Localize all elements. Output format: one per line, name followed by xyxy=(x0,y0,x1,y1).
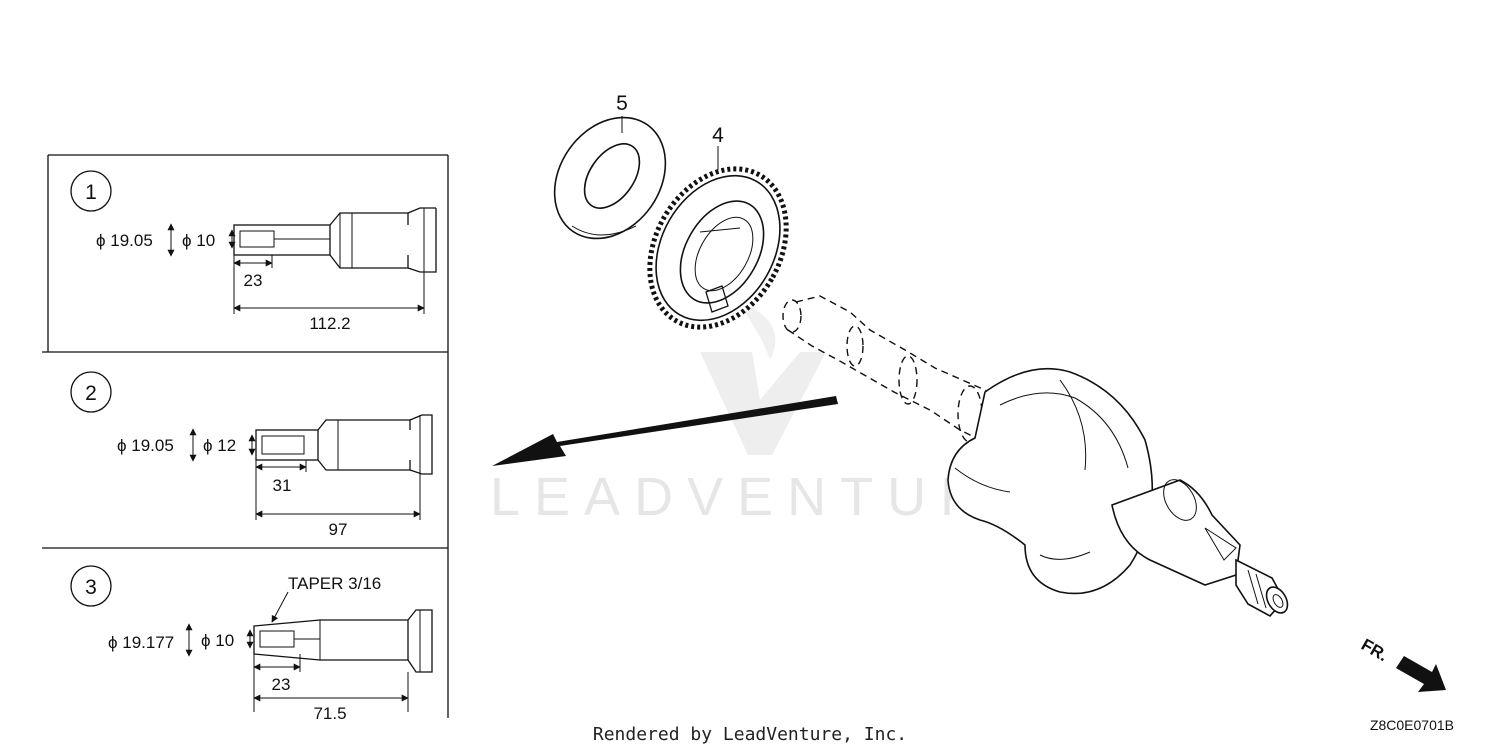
front-direction-label: FR. xyxy=(1358,635,1391,665)
watermark-logo xyxy=(700,300,826,455)
gear-drawing xyxy=(647,166,789,330)
variant-3-depth: 23 xyxy=(272,675,291,694)
crankshaft-drawing xyxy=(782,295,1289,618)
shaft-2-drawing xyxy=(255,414,433,475)
shaft-3-drawing xyxy=(253,609,433,673)
variant-3-number: 3 xyxy=(85,576,97,599)
variant-1-length: 112.2 xyxy=(309,314,350,333)
callout-washer: 5 xyxy=(616,92,628,115)
variant-3-note: TAPER 3/16 xyxy=(288,574,381,593)
variant-1-depth: 23 xyxy=(244,271,263,290)
variant-2-depth: 31 xyxy=(273,476,292,495)
variant-2: 2 ϕ 19.05 ϕ 12 31 97 xyxy=(70,371,433,539)
front-direction-arrow-icon xyxy=(1396,656,1446,692)
variant-1-outer-diameter: ϕ 19.05 xyxy=(96,231,153,250)
rendered-by-credit: Rendered by LeadVenture, Inc. xyxy=(593,724,907,745)
variant-3-badge xyxy=(70,565,112,607)
variant-2-length: 97 xyxy=(329,520,348,539)
variants-table xyxy=(42,154,449,718)
callout-gear: 4 xyxy=(712,124,724,147)
variant-2-badge xyxy=(70,371,112,413)
watermark-text: LEADVENTURE xyxy=(490,467,1043,527)
washer-drawing xyxy=(553,116,667,240)
front-direction-indicator: FR. xyxy=(1358,635,1446,692)
variant-1-badge xyxy=(70,170,112,212)
assembly-arrow xyxy=(492,396,838,466)
variant-2-number: 2 xyxy=(85,382,97,405)
variant-1-inner-diameter: ϕ 10 xyxy=(182,231,215,250)
diagram-code: Z8C0E0701B xyxy=(1370,717,1454,733)
variant-2-inner-diameter: ϕ 12 xyxy=(203,436,236,455)
variant-1: 1 ϕ 19.05 ϕ 10 23 112.2 xyxy=(70,170,437,333)
variant-2-outer-diameter: ϕ 19.05 xyxy=(117,436,174,455)
variant-3-inner-diameter: ϕ 10 xyxy=(201,631,234,650)
shaft-1-drawing xyxy=(233,207,437,273)
variant-1-number: 1 xyxy=(85,181,97,204)
variant-3: 3 TAPER 3/16 ϕ 19.177 ϕ 10 23 71.5 xyxy=(70,565,433,723)
variant-3-length: 71.5 xyxy=(313,704,346,723)
variant-3-outer-diameter: ϕ 19.177 xyxy=(108,633,174,652)
